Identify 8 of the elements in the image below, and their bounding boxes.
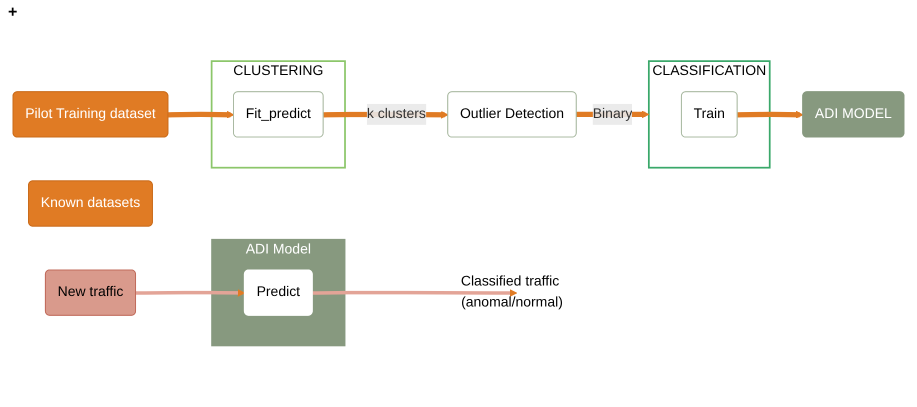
edge-label: k clusters: [366, 106, 426, 122]
plus-note: +: [8, 4, 18, 21]
arrow: [168, 110, 234, 119]
arrow: [738, 110, 804, 119]
arrow: [136, 289, 246, 297]
node-text: Classified traffic (anomal/normal): [460, 274, 563, 310]
edge-label: Binary: [592, 106, 632, 122]
arrow: [312, 289, 518, 297]
